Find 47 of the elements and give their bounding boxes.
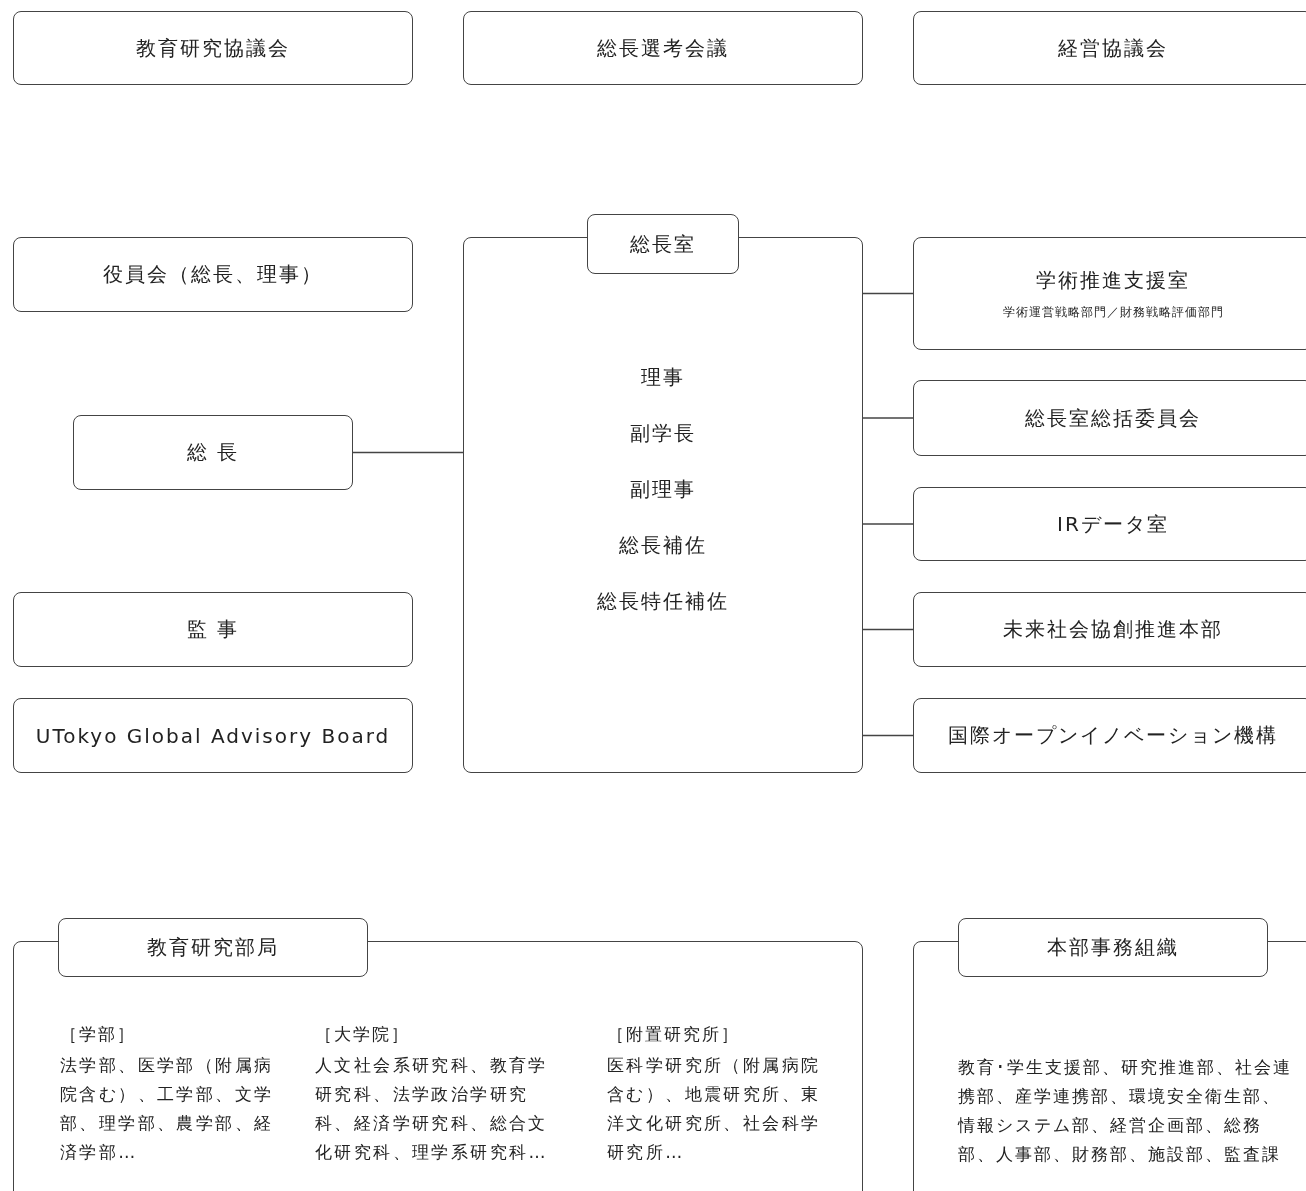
org-unit-box <box>913 487 1306 561</box>
connector-line <box>862 417 914 419</box>
org-unit-box <box>913 237 1306 350</box>
unit-name: 教育研究協議会 <box>136 34 290 62</box>
unit-name: 未来社会協創推進本部 <box>1003 616 1223 643</box>
member-title: 副学長 <box>630 420 696 447</box>
connector-line <box>862 628 914 631</box>
unit-name: 総長選考会議 <box>597 34 729 62</box>
org-unit-box <box>13 698 413 773</box>
org-unit-box <box>913 380 1306 456</box>
connector-line <box>862 523 914 525</box>
heading-tab: 教育研究部局 <box>58 918 368 977</box>
unit-name: 経営協議会 <box>1058 34 1168 62</box>
connector-line <box>862 734 914 737</box>
unit-list: 教育･学生支援部、研究推進部、社会連携部、産学連携部、環境安全衛生部、情報システム部、経営企画部、総務部、人事部、財務部、施設部、監査課 <box>958 1053 1298 1169</box>
unit-name: UTokyo Global Advisory Board <box>35 723 391 748</box>
org-group-frame <box>463 214 863 773</box>
org-unit-box <box>913 698 1306 773</box>
member-title: 副理事 <box>630 476 696 503</box>
member-title: 理事 <box>641 364 685 391</box>
org-unit-box <box>73 415 353 490</box>
member-title: 総長特任補佐 <box>597 588 729 615</box>
unit-name: 監 事 <box>186 616 240 643</box>
unit-name: IRデータ室 <box>1057 510 1169 538</box>
unit-subtitle: 学術運営戦略部門／財務戦略評価部門 <box>1002 303 1224 321</box>
heading-tab: 総長室 <box>587 214 739 274</box>
connector-line <box>352 451 464 454</box>
unit-name: 総 長 <box>186 439 240 466</box>
unit-name: 役員会（総長、理事） <box>103 261 323 288</box>
column-heading: ［学部］ <box>60 1023 136 1046</box>
column-heading: ［大学院］ <box>315 1023 410 1046</box>
org-unit-box <box>913 592 1306 667</box>
unit-name: 学術推進支援室 <box>1036 266 1190 294</box>
unit-list: 医科学研究所（附属病院含む）、地震研究所、東洋文化研究所、社会科学研究所… <box>607 1051 837 1167</box>
member-title: 総長補佐 <box>619 532 707 559</box>
org-unit-box <box>913 11 1306 85</box>
unit-name: 国際オープンイノベーション機構 <box>948 722 1278 749</box>
connector-line <box>862 292 914 295</box>
heading-tab: 本部事務組織 <box>958 918 1268 977</box>
org-unit-box <box>13 11 413 85</box>
org-unit-box <box>13 237 413 312</box>
unit-list: 人文社会系研究科、教育学研究科、法学政治学研究科、経済学研究科、総合文化研究科、理学系研究科… <box>315 1051 565 1167</box>
unit-list: 法学部、医学部（附属病院含む）、工学部、文学部、理学部、農学部、経済学部… <box>60 1051 285 1167</box>
org-unit-box <box>13 592 413 667</box>
column-heading: ［附置研究所］ <box>607 1023 740 1046</box>
unit-name: 総長室総括委員会 <box>1025 404 1201 432</box>
org-unit-box <box>463 11 863 85</box>
